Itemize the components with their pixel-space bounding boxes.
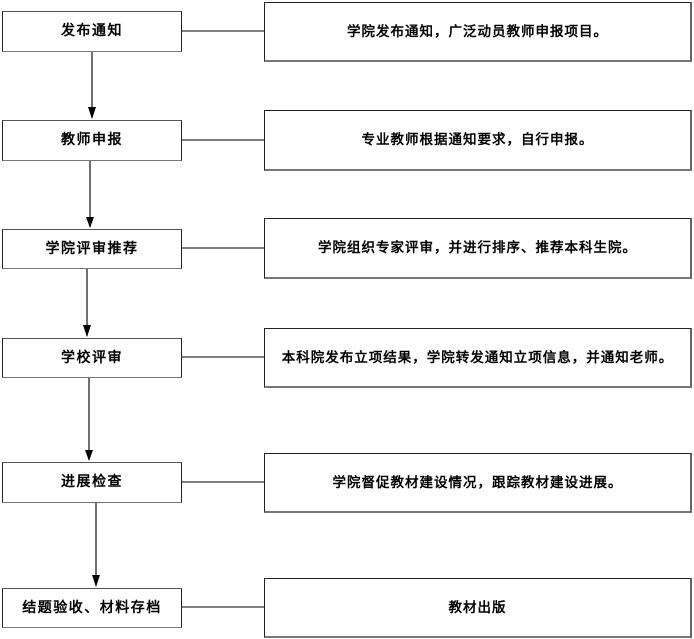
step-label: 进展检查	[61, 474, 123, 490]
step-description-box: 本科院发布立项结果，学院转发通知立项信息，并通知老师。	[264, 328, 692, 388]
step-box-teacher-apply: 教师申报	[2, 120, 182, 161]
step-box-publish-notice: 发布通知	[2, 11, 182, 52]
step-label: 学院评审推荐	[45, 240, 139, 257]
step-description-box: 学院督促教材建设情况，跟踪教材建设进展。	[264, 453, 692, 513]
step-label: 结题验收、材料存档	[22, 599, 162, 616]
step-description-box: 教材出版	[264, 578, 692, 638]
step-description: 学院督促教材建设情况，跟踪教材建设进展。	[332, 474, 623, 491]
step-label: 学校评审	[61, 349, 123, 366]
step-box-progress-check: 进展检查	[2, 462, 182, 503]
step-box-final-acceptance: 结题验收、材料存档	[2, 588, 182, 628]
step-label: 教师申报	[61, 132, 123, 148]
step-description-box: 专业教师根据通知要求，自行申报。	[264, 110, 692, 171]
step-label: 发布通知	[61, 23, 123, 39]
step-description-box: 学院发布通知，广泛动员教师申报项目。	[264, 2, 692, 62]
step-box-college-review: 学院评审推荐	[2, 229, 182, 269]
step-box-school-review: 学校评审	[2, 338, 182, 378]
step-description: 专业教师根据通知要求，自行申报。	[361, 132, 594, 148]
arrowhead-icon	[85, 450, 93, 461]
arrowhead-icon	[86, 217, 94, 228]
step-description-box: 学院组织专家评审，并进行排序、推荐本科生院。	[264, 218, 692, 279]
arrowhead-icon	[92, 575, 100, 587]
arrowhead-icon	[88, 107, 96, 119]
step-description: 本科院发布立项结果，学院转发通知立项信息，并通知老师。	[281, 349, 674, 366]
step-description: 教材出版	[448, 599, 507, 616]
arrowhead-icon	[83, 325, 91, 337]
step-description: 学院组织专家评审，并进行排序、推荐本科生院。	[318, 240, 637, 256]
step-description: 学院发布通知，广泛动员教师申报项目。	[347, 23, 608, 40]
